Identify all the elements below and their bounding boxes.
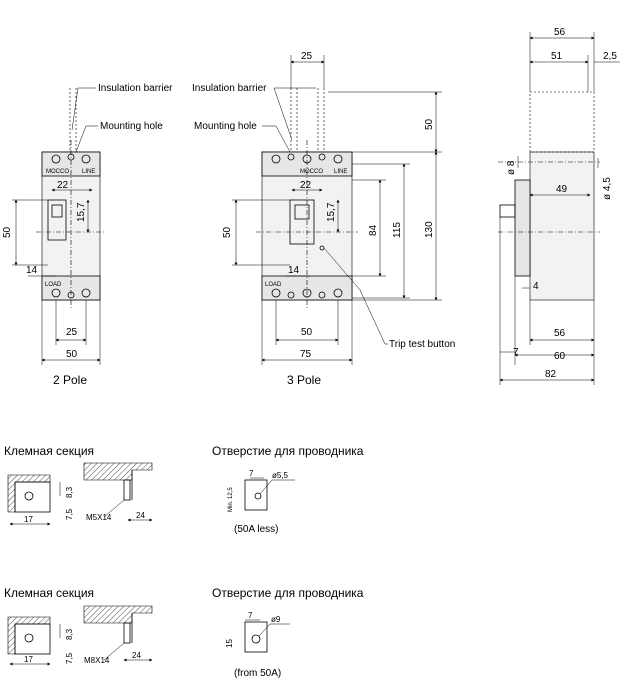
svg-text:ø9: ø9 bbox=[271, 615, 281, 624]
svg-text:14: 14 bbox=[26, 265, 38, 276]
svg-text:15: 15 bbox=[225, 639, 234, 648]
svg-text:2,5: 2,5 bbox=[603, 51, 617, 62]
svg-text:25: 25 bbox=[301, 51, 313, 62]
svg-text:4: 4 bbox=[533, 281, 539, 292]
svg-text:Клемная секция: Клемная секция bbox=[4, 444, 94, 458]
caption-2-pole: 2 Pole bbox=[53, 373, 87, 387]
svg-text:17: 17 bbox=[24, 515, 33, 524]
svg-text:7: 7 bbox=[249, 469, 254, 478]
svg-text:50: 50 bbox=[424, 118, 435, 130]
svg-text:50: 50 bbox=[2, 226, 13, 238]
svg-text:51: 51 bbox=[551, 51, 563, 62]
svg-text:82: 82 bbox=[545, 369, 557, 380]
svg-text:14: 14 bbox=[288, 265, 300, 276]
svg-text:7,5: 7,5 bbox=[65, 652, 74, 664]
svg-text:LINE: LINE bbox=[82, 169, 95, 175]
svg-text:56: 56 bbox=[554, 27, 566, 38]
svg-text:50: 50 bbox=[66, 349, 78, 360]
terminal-section-1: Клемная секция Отверстие для проводника … bbox=[4, 444, 364, 535]
caption-3-pole: 3 Pole bbox=[287, 373, 321, 387]
svg-text:ø 4,5: ø 4,5 bbox=[602, 177, 613, 200]
svg-text:15,7: 15,7 bbox=[76, 202, 87, 222]
svg-text:Mounting hole: Mounting hole bbox=[194, 121, 257, 132]
two-pole-view: MOCCO LINE LOAD 22 15,7 50 14 25 50 Insu… bbox=[2, 83, 173, 387]
svg-text:115: 115 bbox=[392, 222, 403, 238]
svg-text:15,7: 15,7 bbox=[326, 202, 337, 222]
svg-text:Insulation barrier: Insulation barrier bbox=[98, 83, 173, 94]
svg-text:ø5,5: ø5,5 bbox=[272, 471, 289, 480]
side-view: 56 51 2,5 ø 8 ø 4,5 49 4 56 60 7 82 bbox=[498, 27, 620, 385]
svg-text:75: 75 bbox=[300, 349, 312, 360]
svg-text:22: 22 bbox=[57, 180, 69, 191]
svg-text:60: 60 bbox=[554, 351, 566, 362]
svg-text:LOAD: LOAD bbox=[45, 282, 62, 288]
svg-text:84: 84 bbox=[368, 224, 379, 236]
svg-text:M8X14: M8X14 bbox=[84, 656, 110, 665]
svg-text:(from 50A): (from 50A) bbox=[234, 668, 281, 679]
svg-text:130: 130 bbox=[424, 221, 435, 238]
svg-text:LOAD: LOAD bbox=[265, 282, 282, 288]
svg-text:Отверстие для проводника: Отверстие для проводника bbox=[212, 444, 364, 458]
svg-text:MOCCO: MOCCO bbox=[300, 169, 323, 175]
svg-text:50: 50 bbox=[301, 327, 313, 338]
svg-text:(50A less): (50A less) bbox=[234, 524, 278, 535]
terminal-section-2: Клемная секция Отверстие для проводника … bbox=[4, 586, 364, 679]
svg-text:MOCCO: MOCCO bbox=[46, 169, 69, 175]
svg-text:ø 8: ø 8 bbox=[506, 160, 517, 175]
svg-text:22: 22 bbox=[300, 180, 312, 191]
svg-text:8,3: 8,3 bbox=[65, 628, 74, 640]
svg-text:M5X14: M5X14 bbox=[86, 513, 112, 522]
svg-text:Отверстие для проводника: Отверстие для проводника bbox=[212, 586, 364, 600]
three-pole-view: MOCCO LINE LOAD 25 50 22 15,7 50 84 bbox=[192, 51, 455, 387]
svg-text:Insulation barrier: Insulation barrier bbox=[192, 83, 267, 94]
svg-text:7: 7 bbox=[248, 611, 253, 620]
svg-text:Min. 12,5: Min. 12,5 bbox=[228, 487, 234, 512]
svg-text:Trip test button: Trip test button bbox=[389, 339, 455, 350]
svg-text:LINE: LINE bbox=[334, 169, 347, 175]
svg-text:Mounting hole: Mounting hole bbox=[100, 121, 163, 132]
svg-text:7: 7 bbox=[513, 347, 519, 358]
svg-text:50: 50 bbox=[222, 226, 233, 238]
svg-text:49: 49 bbox=[556, 184, 568, 195]
svg-text:Клемная секция: Клемная секция bbox=[4, 586, 94, 600]
svg-text:24: 24 bbox=[132, 651, 141, 660]
svg-text:24: 24 bbox=[136, 511, 145, 520]
svg-text:17: 17 bbox=[24, 655, 33, 664]
svg-text:8,3: 8,3 bbox=[65, 486, 74, 498]
svg-text:7,5: 7,5 bbox=[65, 508, 74, 520]
svg-text:56: 56 bbox=[554, 328, 566, 339]
svg-text:25: 25 bbox=[66, 327, 78, 338]
